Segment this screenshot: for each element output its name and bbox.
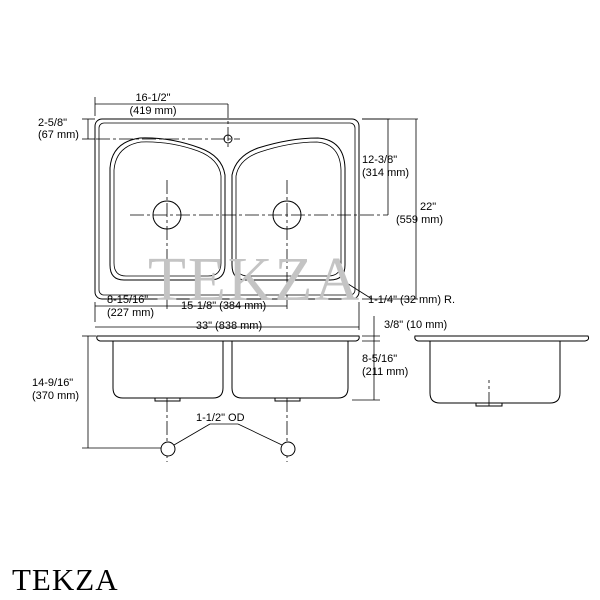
dim-ledge-depth-mm: (211 mm) xyxy=(362,366,408,378)
dim-top-width-mm: (419 mm) xyxy=(129,105,176,117)
right-bowl-outline xyxy=(231,137,346,281)
left-bowl-outline xyxy=(109,137,226,281)
left-bowl-front xyxy=(112,341,224,399)
dim-overall-depth-mm: (559 mm) xyxy=(396,214,443,226)
sink-rim-side xyxy=(414,335,590,342)
dim-left-drain: 8-15/16" xyxy=(107,294,148,306)
dim-overall-depth: 22" xyxy=(420,201,436,213)
right-bowl-front xyxy=(231,341,349,399)
dim-ledge-depth: 8-5/16" xyxy=(362,353,397,365)
dim-bowl-depth: 14-9/16" xyxy=(32,377,73,389)
sink-outline-top xyxy=(94,118,360,300)
dim-faucet-offset-mm: (67 mm) xyxy=(38,129,79,141)
dim-bowl-depth-mm: (370 mm) xyxy=(32,390,79,402)
watermark: TEKZA xyxy=(148,246,361,314)
dim-overall-width: 33" (838 mm) xyxy=(196,320,262,332)
sink-inner-rim-top xyxy=(98,122,356,296)
dim-drain-od: 1-1/2" OD xyxy=(196,412,245,424)
bowl-side xyxy=(429,341,561,404)
dim-basin-front-mm: (314 mm) xyxy=(362,167,409,179)
sink-rim-front xyxy=(96,335,360,342)
dim-drain-spacing: 15-1/8" (384 mm) xyxy=(181,300,266,312)
dim-basin-front: 12-3/8" xyxy=(362,154,397,166)
right-bowl-inner xyxy=(235,141,342,277)
dim-rim-height: 3/8" (10 mm) xyxy=(384,319,447,331)
left-drain-od xyxy=(160,441,176,457)
left-bowl-inner xyxy=(113,141,222,277)
right-drain-od xyxy=(280,441,296,457)
dim-faucet-offset: 2-5/8" xyxy=(38,117,67,129)
dim-corner-radius: 1-1/4" (32 mm) R. xyxy=(368,294,455,306)
brand-logo: TEKZA xyxy=(12,562,119,597)
dim-left-drain-mm: (227 mm) xyxy=(107,307,154,319)
dim-top-width: 16-1/2" xyxy=(135,92,170,104)
